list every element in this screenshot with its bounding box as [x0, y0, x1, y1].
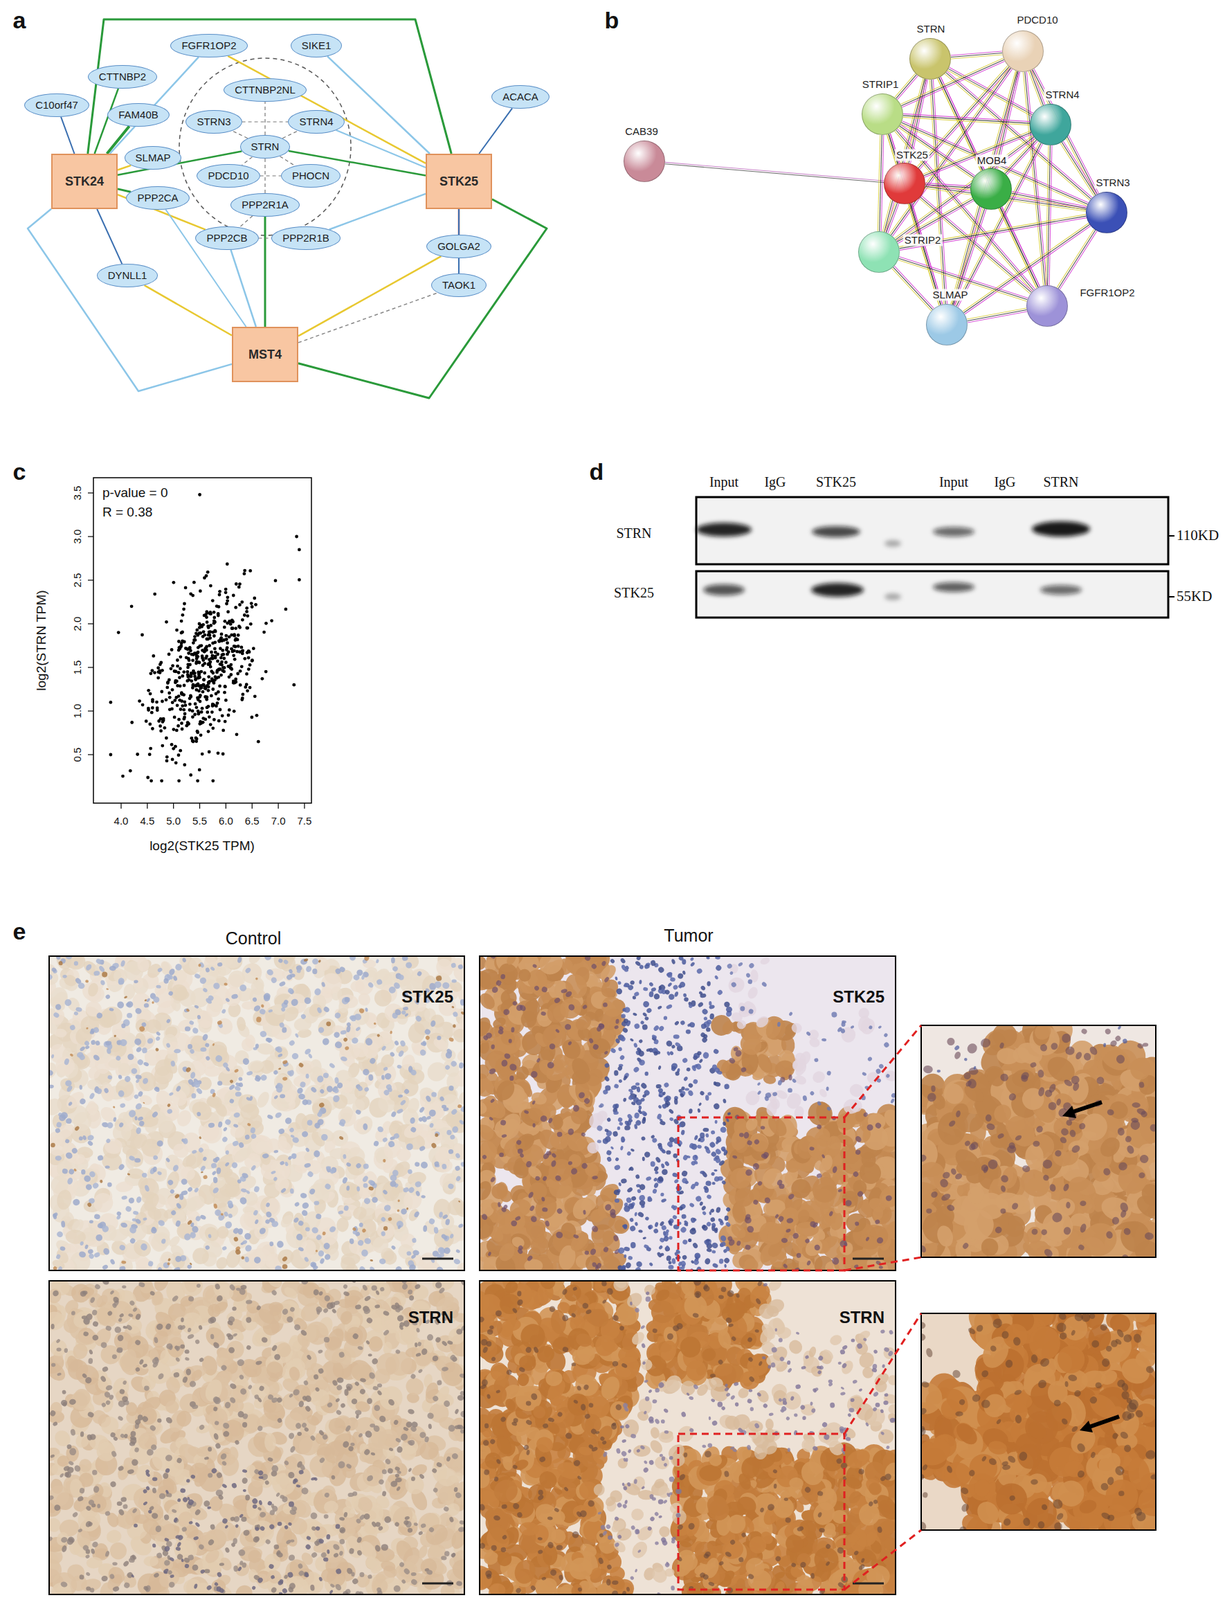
figure: FGFR1OP2SIKE1CTTNBP2CTTNBP2NLACACAC10orf…: [0, 0, 1225, 1600]
